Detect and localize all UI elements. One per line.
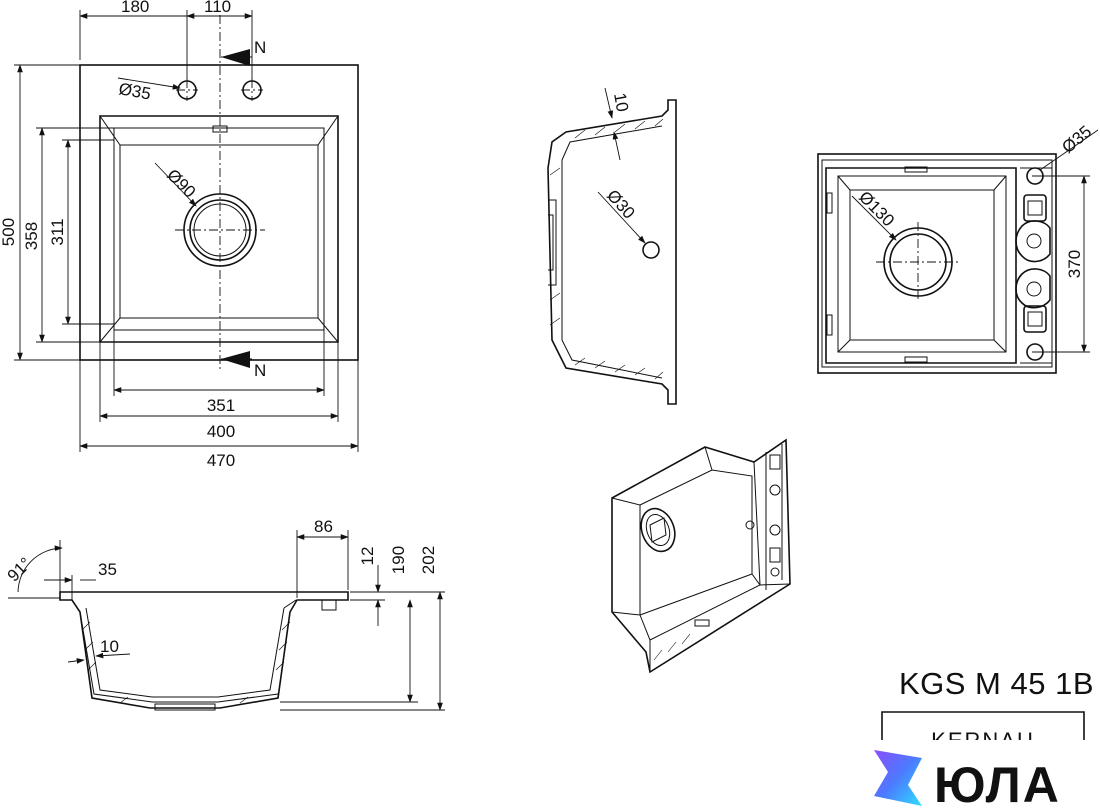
section-hatching: [549, 118, 664, 380]
drain-hole: [183, 193, 257, 267]
dimension-label: 180: [121, 0, 149, 16]
dimension-label: 370: [1065, 250, 1084, 278]
sink-outline: [79, 64, 359, 361]
dimension-label: 91°: [4, 554, 36, 586]
dimension-label: 311: [48, 218, 67, 245]
fixing-clip: [1023, 194, 1047, 222]
sink-bottom-outline: [817, 153, 1057, 374]
dimension-label: 12: [358, 547, 377, 566]
top-view: N N 180 110 Ø35 Ø90 500 358 311: [0, 0, 359, 470]
dimension-label: 86: [314, 517, 333, 536]
drain-hole: [640, 507, 676, 553]
brand-box: [881, 711, 1085, 745]
dimension-label: 10: [610, 91, 632, 113]
dimension-label: 202: [419, 546, 438, 574]
product-model: KGS M 45 1B: [899, 666, 1094, 701]
dimension-label: 358: [22, 222, 41, 250]
north-label: N: [254, 38, 266, 57]
dimension-label: Ø30: [603, 186, 639, 223]
watermark: ЮЛА: [860, 740, 1100, 808]
dimension-label: 400: [207, 422, 235, 441]
fixing-clip: [1023, 305, 1047, 333]
dimension-label: 190: [389, 546, 408, 574]
north-label: N: [254, 361, 266, 380]
dimension-label: Ø90: [163, 165, 199, 201]
dimension-label: 500: [0, 218, 18, 246]
sink-side-profile: [547, 99, 677, 405]
dimension-label: 10: [100, 637, 119, 656]
dimension-label: Ø130: [855, 187, 898, 230]
section-hatching: [81, 621, 291, 704]
dimension-label: 35: [98, 560, 117, 579]
bottom-view: Ø130 370 Ø35: [817, 122, 1099, 374]
isometric-view: [611, 438, 791, 674]
watermark-text: ЮЛА: [934, 757, 1061, 808]
overflow-hole: [642, 241, 660, 259]
dimension-label: 470: [207, 451, 235, 470]
ula-logo-icon: [874, 750, 922, 806]
side-section-view: Ø30 10: [547, 87, 677, 405]
dimension-label: Ø35: [1058, 122, 1095, 157]
cross-section-view: 91° 35 10 86 12 190 202: [4, 517, 445, 711]
dimension-label: 351: [207, 396, 235, 415]
dimension-label: 110: [204, 0, 231, 16]
title-block: KGS M 45 1B KERNAU: [881, 666, 1094, 753]
bowl-rim: [99, 115, 339, 343]
